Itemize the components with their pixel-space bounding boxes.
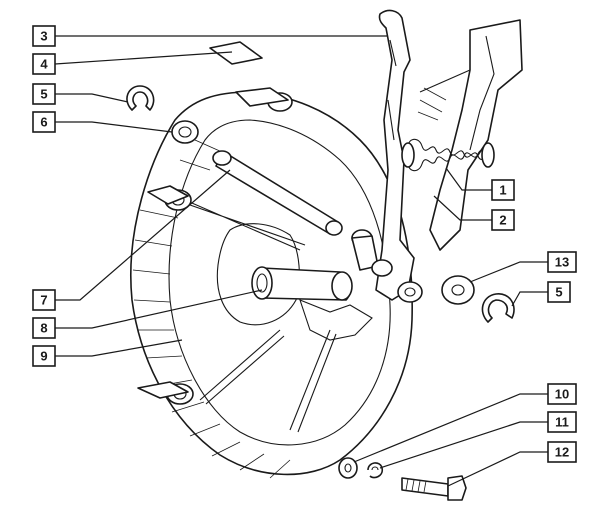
callout-12-label: 12 bbox=[555, 445, 569, 460]
callout-5-right: 5 bbox=[547, 281, 571, 303]
callout-2: 2 bbox=[491, 209, 515, 231]
callout-4: 4 bbox=[32, 53, 56, 75]
callout-3: 3 bbox=[32, 25, 56, 47]
circlip-upper bbox=[126, 85, 155, 111]
callout-8-label: 8 bbox=[40, 321, 47, 336]
callout-9: 9 bbox=[32, 345, 56, 367]
callout-4-label: 4 bbox=[40, 57, 48, 72]
brake-backplate-housing bbox=[130, 87, 413, 479]
callout-10: 10 bbox=[547, 383, 577, 405]
washer-13 bbox=[441, 275, 475, 305]
callout-5-upper: 5 bbox=[32, 83, 56, 105]
lever-pin bbox=[212, 150, 343, 236]
release-lever bbox=[371, 9, 423, 303]
bolt-12 bbox=[401, 475, 467, 501]
housing-washer bbox=[171, 120, 199, 144]
leader-lines bbox=[54, 35, 548, 487]
spring-washer-11 bbox=[367, 462, 384, 479]
shim-plate bbox=[209, 41, 263, 65]
callout-13-label: 13 bbox=[555, 255, 569, 270]
callout-11-label: 11 bbox=[555, 415, 569, 430]
callout-3-label: 3 bbox=[40, 29, 47, 44]
callout-12: 12 bbox=[547, 441, 577, 463]
callout-5-upper-label: 5 bbox=[40, 87, 47, 102]
callout-9-label: 9 bbox=[40, 349, 47, 364]
shaft bbox=[251, 266, 353, 301]
callout-10-label: 10 bbox=[555, 387, 569, 402]
flat-washer-10 bbox=[338, 457, 358, 479]
callout-7: 7 bbox=[32, 289, 56, 311]
callout-11: 11 bbox=[547, 411, 577, 433]
callout-6: 6 bbox=[32, 111, 56, 133]
callout-1: 1 bbox=[491, 179, 515, 201]
callout-1-label: 1 bbox=[499, 183, 506, 198]
callout-5-right-label: 5 bbox=[555, 285, 562, 300]
mounting-bracket bbox=[417, 19, 523, 251]
circlip-right bbox=[481, 293, 515, 323]
callout-8: 8 bbox=[32, 317, 56, 339]
return-spring bbox=[401, 138, 495, 172]
callout-6-label: 6 bbox=[40, 115, 47, 130]
callout-2-label: 2 bbox=[499, 213, 506, 228]
callout-13: 13 bbox=[547, 251, 577, 273]
callout-7-label: 7 bbox=[40, 293, 47, 308]
